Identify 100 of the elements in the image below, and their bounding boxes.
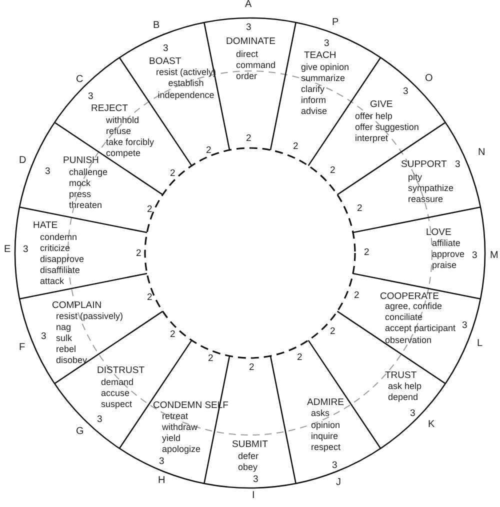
level-number: 2 <box>357 203 362 215</box>
segment-letter: N <box>478 147 486 159</box>
behavior-item: summarize <box>301 73 346 85</box>
behavior-item: rebel <box>56 344 76 356</box>
category-heading: HATE <box>33 220 58 232</box>
category-heading: COOPERATE <box>380 291 439 302</box>
category-heading: TRUST <box>385 370 417 382</box>
segment-letter: I <box>252 490 255 502</box>
segment-letter: E <box>4 244 11 256</box>
category-heading: REJECT <box>91 103 128 115</box>
level-number: 3 <box>23 244 28 256</box>
category-heading: SUPPORT <box>401 159 447 171</box>
behavior-item: refuse <box>106 126 132 138</box>
behavior-item: yield <box>162 433 181 445</box>
level-number: 3 <box>332 460 338 472</box>
level-number: 3 <box>455 159 460 171</box>
level-number: 2 <box>330 326 336 338</box>
behavior-item: accept participant observation <box>385 323 457 346</box>
behavior-item: conciliate <box>385 312 423 324</box>
segment-letter: J <box>336 477 341 489</box>
behavior-item: agree, confide <box>385 301 442 313</box>
behavior-item: accuse <box>101 388 130 400</box>
segment-letter: L <box>477 338 483 350</box>
behavior-item: depend <box>388 392 418 404</box>
level-number: 3 <box>462 320 468 332</box>
level-number: 3 <box>472 250 478 262</box>
segment-letter: B <box>153 20 160 32</box>
segment-letter: K <box>428 419 435 431</box>
segment-letter: F <box>19 342 26 354</box>
level-number: 2 <box>170 168 176 180</box>
level-number: 2 <box>208 353 214 365</box>
category-heading: GIVE <box>370 99 393 111</box>
behavior-item: establish independence <box>156 78 216 101</box>
behavior-item: disobey <box>56 355 88 367</box>
level-number: 2 <box>297 352 302 364</box>
segment-letter: C <box>76 74 84 86</box>
behavior-item: advise <box>301 106 328 118</box>
level-number: 3 <box>410 408 416 420</box>
behavior-item: criticize <box>40 243 70 255</box>
segment-letter: G <box>76 426 84 438</box>
category-heading: BOAST <box>149 56 182 68</box>
level-number: 2 <box>147 204 152 216</box>
level-number: 3 <box>41 331 46 343</box>
behavior-item: compete <box>106 148 141 160</box>
category-heading: SUBMIT <box>232 439 268 451</box>
behavior-item: affiliate <box>432 238 460 250</box>
behavior-item: disaffiliate <box>40 265 80 277</box>
behavior-item: threaten <box>69 200 102 212</box>
behavior-item: retreat <box>162 411 188 423</box>
level-number: 3 <box>97 414 102 426</box>
behavior-item: give opinion <box>301 62 350 74</box>
behavior-item: challenge <box>69 167 108 179</box>
level-number: 3 <box>159 456 164 468</box>
behavior-item: condemn <box>40 232 78 244</box>
category-heading: PUNISH <box>63 155 99 167</box>
behavior-item: press <box>69 189 92 201</box>
level-number: 2 <box>330 165 336 177</box>
behavior-item: suspect <box>101 399 132 411</box>
level-number: 2 <box>249 362 254 374</box>
behavior-item: order <box>236 71 258 83</box>
behavior-item: offer help <box>355 111 392 123</box>
behavior-item: praise <box>432 260 457 272</box>
behavior-item: inform <box>301 95 326 107</box>
behavior-item: interpret <box>355 133 388 145</box>
level-number: 2 <box>364 247 370 259</box>
category-heading: LOVE <box>426 227 452 239</box>
behavior-item: clarify <box>301 84 325 96</box>
behavior-item: command <box>236 60 276 72</box>
behavior-item: sulk <box>56 333 72 345</box>
level-number: 3 <box>403 86 408 98</box>
level-number: 2 <box>293 141 298 153</box>
segment-letter: O <box>425 73 433 85</box>
level-number: 2 <box>136 248 142 260</box>
level-number: 2 <box>246 133 252 145</box>
behavior-item: apologize <box>162 444 201 456</box>
category-heading: DOMINATE <box>226 36 276 48</box>
behavior-item: obey <box>238 462 258 474</box>
level-number: 3 <box>88 91 94 103</box>
behavior-item: nag <box>56 322 72 334</box>
level-number: 3 <box>45 166 50 178</box>
level-number: 2 <box>354 290 360 302</box>
category-heading: ADMIRE <box>307 397 344 409</box>
behavior-item: demand <box>101 377 134 389</box>
behavior-item: respect <box>311 442 341 454</box>
category-heading: TEACH <box>304 50 336 62</box>
segment-letter: D <box>19 155 26 167</box>
category-heading: DISTRUST <box>97 365 144 377</box>
behavior-item: mock <box>69 178 91 190</box>
level-number: 3 <box>246 22 252 34</box>
behavior-item: take forcibly <box>106 137 154 149</box>
behavior-item: withdraw <box>162 422 198 434</box>
behavior-item: ask help <box>388 381 422 393</box>
level-number: 3 <box>253 474 258 486</box>
behavior-item: sympathize <box>408 183 454 195</box>
segment-letter: P <box>332 17 339 29</box>
level-number: 2 <box>170 329 176 341</box>
behavior-item: inquire <box>311 431 338 443</box>
level-number: 3 <box>163 43 168 55</box>
behavior-item: direct <box>236 49 258 61</box>
level-number: 2 <box>206 145 212 157</box>
